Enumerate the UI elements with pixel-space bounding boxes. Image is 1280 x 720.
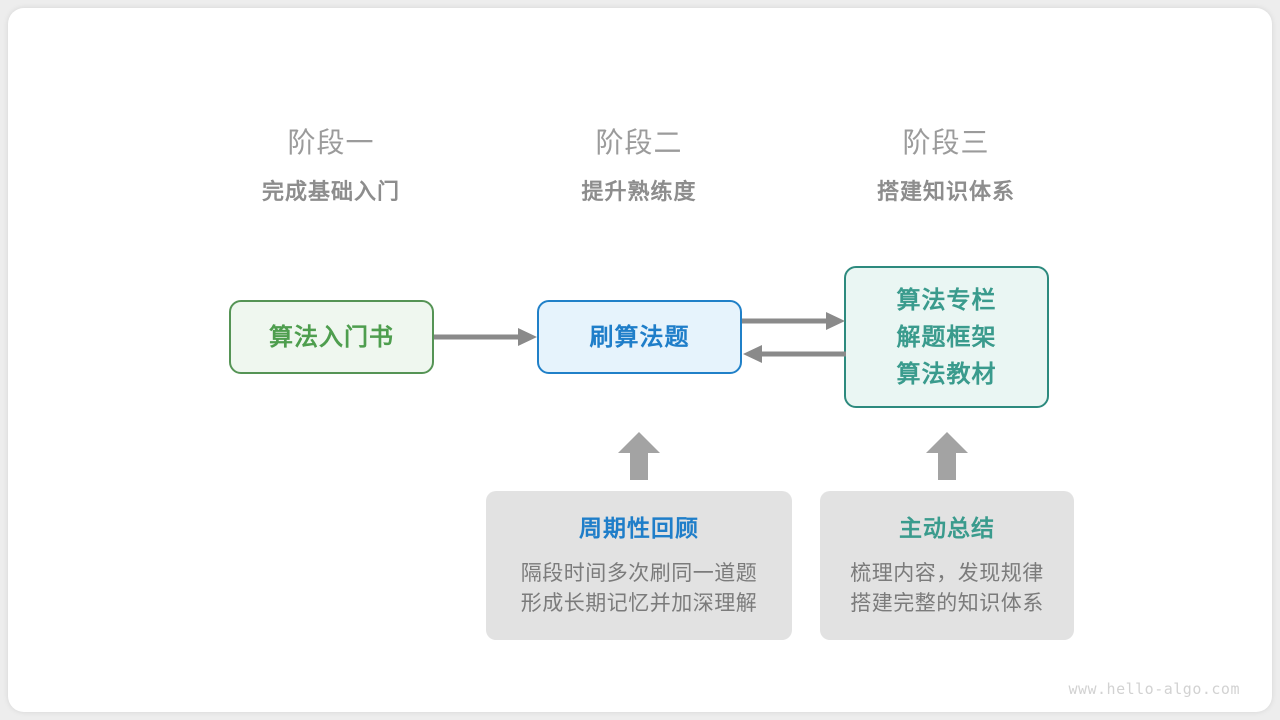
flow-box-intro-book[interactable]: 算法入门书 [229, 300, 434, 374]
arrow-practice-to-resources [742, 312, 845, 330]
arrow-resources-to-practice [743, 345, 846, 363]
note-periodic-review-title: 周期性回顾 [579, 515, 699, 541]
stage-subtitle-3: 搭建知识体系 [876, 179, 1015, 204]
stage-heading-3: 阶段三 搭建知识体系 [816, 126, 1076, 208]
flow-box-practice-problems-line-1: 刷算法题 [589, 323, 690, 351]
stage-heading-1: 阶段一 完成基础入门 [201, 126, 461, 208]
flow-box-knowledge-resources[interactable]: 算法专栏 解题框架 算法教材 [844, 266, 1049, 408]
note-active-summary-body-line-2: 搭建完整的知识体系 [850, 592, 1044, 615]
flow-box-knowledge-resources-line-2: 解题框架 [896, 323, 997, 351]
stage-heading-2: 阶段二 提升熟练度 [509, 126, 769, 208]
note-periodic-review-body-line-2: 形成长期记忆并加深理解 [520, 592, 758, 615]
note-active-summary-title: 主动总结 [899, 515, 995, 541]
note-active-summary[interactable]: 主动总结 梳理内容，发现规律 搭建完整的知识体系 [820, 491, 1074, 640]
arrow-review-to-practice [618, 432, 660, 480]
note-periodic-review-body-line-1: 隔段时间多次刷同一道题 [520, 562, 758, 585]
arrow-summary-to-resources [926, 432, 968, 480]
stage-subtitle-1: 完成基础入门 [261, 179, 400, 204]
arrow-book-to-practice [434, 328, 537, 346]
flow-box-intro-book-line-1: 算法入门书 [269, 323, 394, 351]
flow-box-knowledge-resources-line-1: 算法专栏 [896, 286, 997, 314]
stage-subtitle-2: 提升熟练度 [581, 179, 697, 204]
stage-title-1: 阶段一 [287, 127, 375, 158]
note-active-summary-body: 梳理内容，发现规律 搭建完整的知识体系 [820, 559, 1074, 619]
note-active-summary-body-line-1: 梳理内容，发现规律 [850, 562, 1044, 585]
stage-title-2: 阶段二 [595, 127, 683, 158]
stage-title-3: 阶段三 [902, 127, 990, 158]
watermark: www.hello-algo.com [1068, 680, 1240, 698]
flow-box-knowledge-resources-line-3: 算法教材 [896, 360, 997, 388]
flow-box-practice-problems[interactable]: 刷算法题 [537, 300, 742, 374]
note-periodic-review[interactable]: 周期性回顾 隔段时间多次刷同一道题 形成长期记忆并加深理解 [486, 491, 792, 640]
note-periodic-review-body: 隔段时间多次刷同一道题 形成长期记忆并加深理解 [486, 559, 792, 619]
